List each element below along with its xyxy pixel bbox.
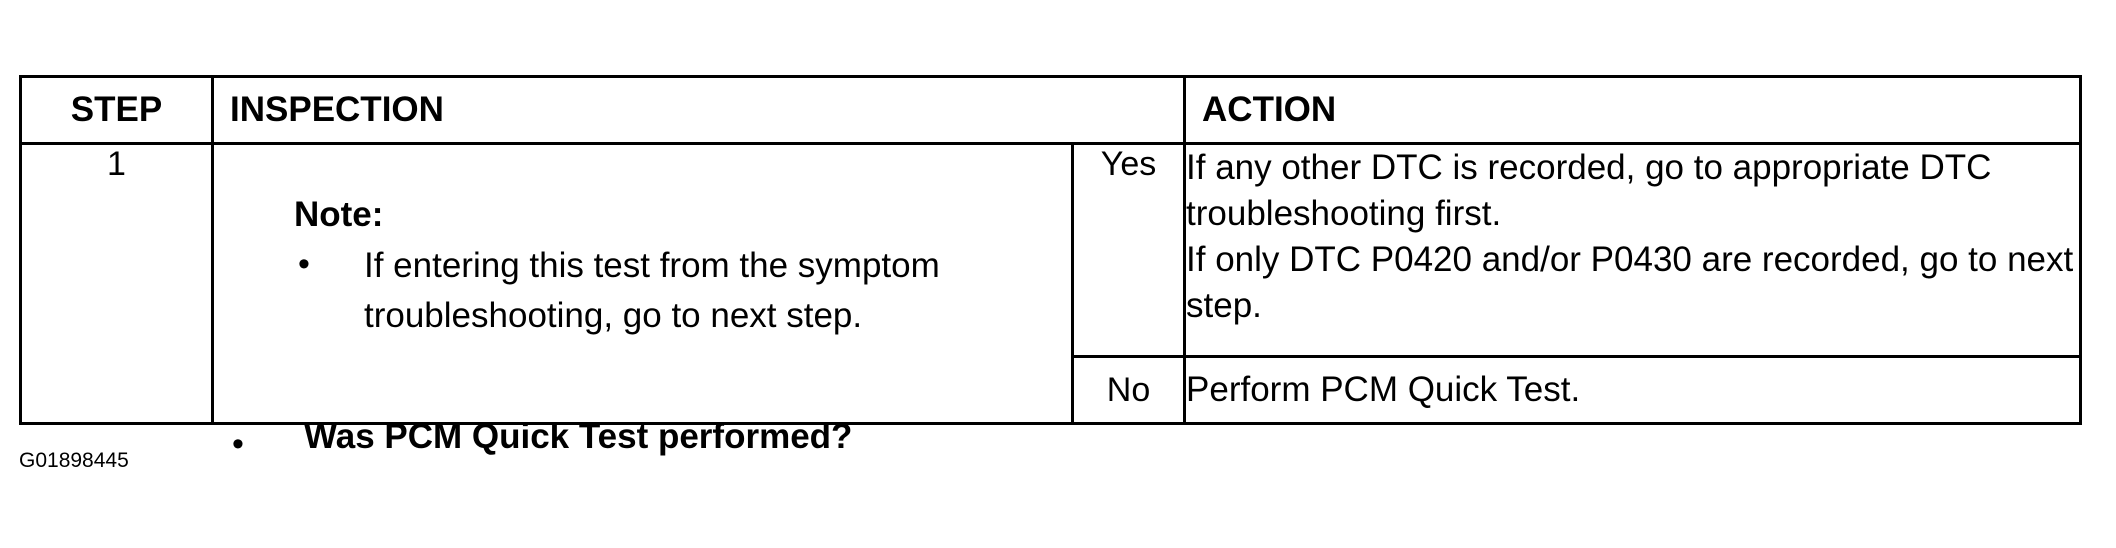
diagnostic-step-table: STEP INSPECTION ACTION 1 Note: • If ente… (19, 75, 2083, 463)
header-inspection: INSPECTION (210, 75, 1187, 145)
inspection-cell: Note: • If entering this test from the s… (211, 142, 1074, 463)
note-text: If entering this test from the symptom t… (364, 246, 940, 335)
yes-action-line-1: If any other DTC is recorded, go to appr… (1186, 148, 1992, 233)
yes-action-line-2: If only DTC P0420 and/or P0430 are recor… (1186, 240, 2074, 325)
question-bullet: • (232, 425, 244, 463)
note-title: Note: (294, 195, 384, 234)
inspection-question: Was PCM Quick Test performed? (304, 417, 853, 456)
yes-action-cell: If any other DTC is recorded, go to appr… (1183, 142, 2083, 358)
table-header-row: STEP INSPECTION ACTION (19, 75, 2083, 145)
header-step: STEP (19, 75, 214, 145)
diagnostic-table-frame: STEP INSPECTION ACTION 1 Note: • If ente… (19, 75, 2083, 463)
no-label: No (1070, 355, 1187, 425)
table-row-yes: 1 Note: • If entering this test from the… (19, 142, 2083, 463)
no-action-cell: Perform PCM Quick Test. (1183, 355, 2083, 425)
note-bullet: • (298, 245, 310, 283)
table-row-no: No Perform PCM Quick Test. (21, 355, 2083, 425)
header-action: ACTION (1183, 75, 2083, 145)
yes-label: Yes (1070, 142, 1187, 358)
figure-id: G01898445 (19, 449, 129, 472)
step-number: 1 (19, 142, 214, 425)
